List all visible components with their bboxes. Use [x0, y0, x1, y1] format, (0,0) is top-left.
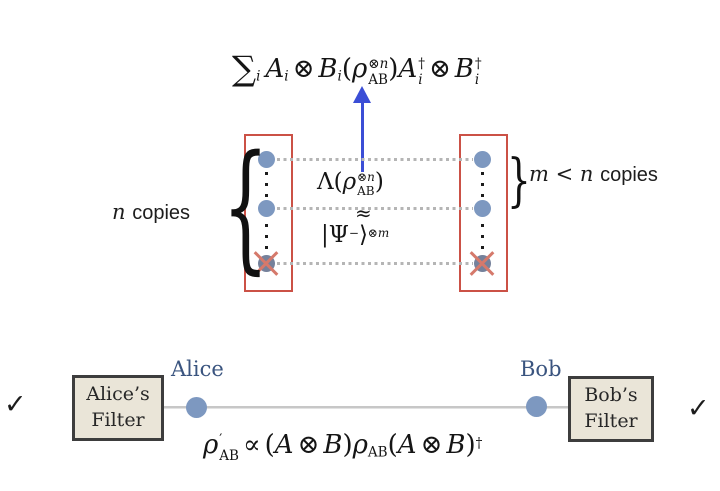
- paren: ): [388, 54, 399, 84]
- vertical-ellipsis: [481, 224, 484, 250]
- index-i: i: [418, 71, 423, 88]
- propto-symbol: ∝: [243, 430, 261, 460]
- bob-filter-line1: Bob’s: [584, 384, 638, 407]
- bob-filter-box: Bob’s Filter: [568, 376, 654, 442]
- paren: ): [465, 430, 476, 460]
- qubit-dot: [258, 151, 275, 168]
- m-less-than-n-copies-label: m < n copies: [529, 162, 658, 186]
- dagger-symbol: †: [418, 56, 425, 73]
- m-less-n-expression: m < n: [529, 162, 594, 186]
- paren: (: [387, 430, 398, 460]
- index-i: i: [337, 68, 342, 85]
- otimes-symbol: ⊗: [297, 430, 320, 460]
- channel-wire: [163, 406, 568, 408]
- alice-node-dot: [186, 397, 207, 418]
- operator-A: A: [274, 430, 294, 460]
- operator-A: A: [265, 54, 285, 84]
- qubit-dot: [474, 200, 491, 217]
- rho-power: ⊗n: [368, 56, 389, 73]
- alice-filter-box: Alice’s Filter: [72, 375, 164, 441]
- operator-B: B: [318, 54, 338, 84]
- alice-filter-line1: Alice’s: [86, 383, 150, 406]
- tensor-power-m: ⊗m: [367, 226, 390, 241]
- minus-sup: −: [348, 226, 359, 241]
- B-scripts: †i: [475, 57, 482, 88]
- qubit-dot: [474, 151, 491, 168]
- operator-B: B: [446, 430, 466, 460]
- vertical-ellipsis: [265, 172, 268, 198]
- sum-symbol: ∑: [232, 48, 257, 88]
- qubit-dot: [258, 200, 275, 217]
- paren: (: [264, 430, 275, 460]
- alice-register-box: [244, 134, 293, 292]
- dagger-symbol: †: [475, 435, 483, 452]
- rho-scripts: ′AB: [219, 433, 239, 464]
- checkmark-icon: ✓: [687, 393, 710, 424]
- arrow-up-shaft: [361, 101, 364, 172]
- bob-register-box: [459, 134, 508, 292]
- sum-index: i: [256, 68, 261, 85]
- rho-subscript: AB: [357, 184, 375, 199]
- alice-filter-line2: Filter: [91, 409, 145, 431]
- copies-word: copies: [132, 202, 191, 224]
- paren: (: [341, 54, 352, 84]
- ket-open: |Ψ: [321, 222, 349, 248]
- filtered-state-formula: ρ′AB∝(A⊗B)ρAB(A⊗B)†: [203, 432, 482, 464]
- ket-close: ⟩: [358, 222, 368, 248]
- rho-subscript: AB: [219, 447, 239, 464]
- bob-label: Bob: [520, 357, 562, 381]
- rho-symbol: ρ: [352, 430, 368, 460]
- index-i: i: [474, 71, 480, 88]
- rho-symbol: ρ: [351, 54, 368, 84]
- rho-symbol: ρ: [342, 169, 357, 195]
- arrow-up-icon: [353, 86, 371, 103]
- rho-subscript: AB: [368, 71, 388, 88]
- operator-B: B: [323, 430, 343, 460]
- bob-filter-line2: Filter: [584, 410, 638, 432]
- lambda-symbol: Λ(: [317, 169, 343, 195]
- operator-B-dagger: B: [454, 54, 474, 84]
- copies-word: copies: [600, 164, 658, 186]
- paren: ): [342, 430, 353, 460]
- dagger-symbol: †: [474, 56, 482, 73]
- operator-A-dagger: A: [398, 54, 418, 84]
- vertical-ellipsis: [481, 172, 484, 198]
- otimes-symbol: ⊗: [292, 54, 315, 84]
- checkmark-icon: ✓: [4, 389, 27, 420]
- rho-symbol: ρ: [203, 430, 219, 460]
- A-scripts: †i: [418, 57, 425, 88]
- alice-label: Alice: [171, 357, 224, 381]
- entanglement-dotted-link: [277, 262, 473, 265]
- left-brace: {: [222, 124, 269, 288]
- bob-node-dot: [526, 396, 547, 417]
- entanglement-dotted-link: [277, 207, 473, 210]
- prime-symbol: ′: [219, 432, 223, 449]
- index-i: i: [284, 68, 289, 85]
- otimes-symbol: ⊗: [420, 430, 443, 460]
- bell-state-formula: |Ψ−⟩⊗m: [321, 224, 389, 247]
- n-copies-label: n copies: [112, 200, 191, 224]
- operator-A: A: [397, 430, 417, 460]
- rho-power: ⊗n: [357, 170, 375, 185]
- otimes-symbol: ⊗: [429, 54, 451, 84]
- n-variable: n: [112, 200, 126, 224]
- paren: ): [374, 169, 384, 195]
- rho-subscript: AB: [367, 444, 388, 461]
- approx-symbol: ≈: [355, 201, 372, 225]
- entanglement-dotted-link: [277, 158, 473, 161]
- right-brace: }: [506, 146, 531, 214]
- vertical-ellipsis: [265, 224, 268, 250]
